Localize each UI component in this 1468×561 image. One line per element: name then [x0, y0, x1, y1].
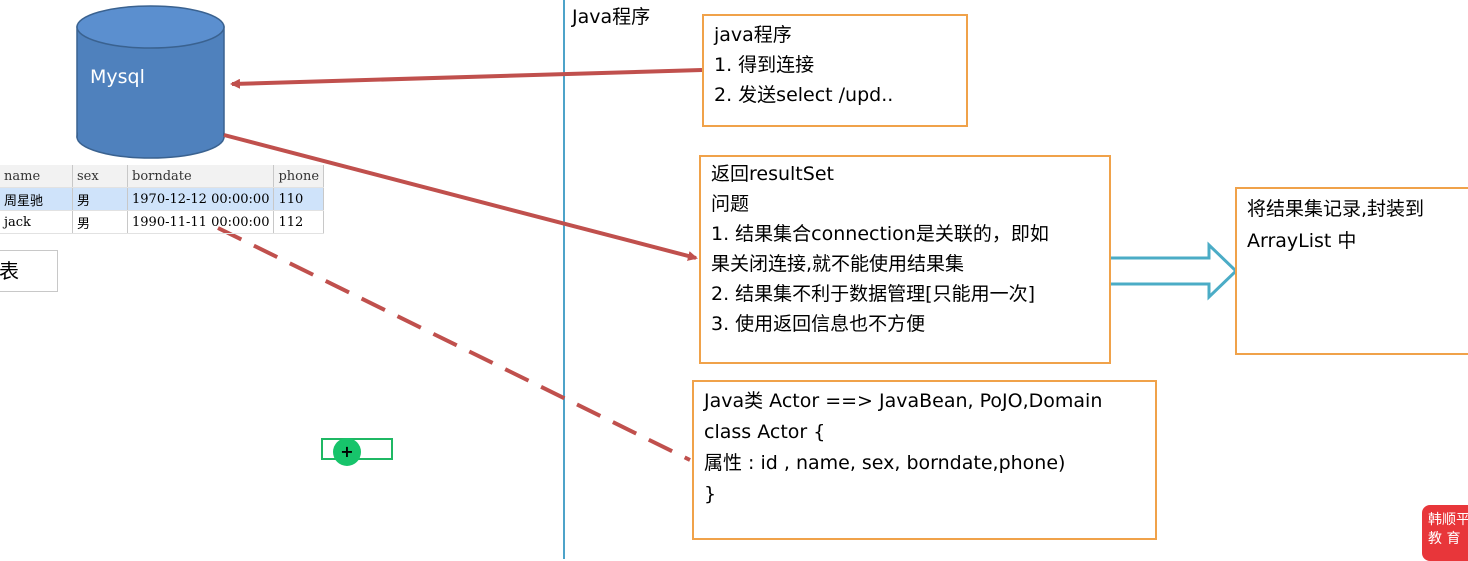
- note-line: 2. 发送select /upd..: [714, 84, 894, 106]
- note-line: 1. 得到连接: [714, 54, 815, 76]
- table-row[interactable]: 周星驰 男 1970-12-12 00:00:00 110: [0, 187, 325, 211]
- table-cell: 男: [72, 187, 128, 211]
- note-line: 返回resultSet: [711, 163, 834, 185]
- javabean-box: Java类 Actor ==> JavaBean, PoJO,Domain cl…: [692, 380, 1157, 540]
- table-cell: 周星驰: [0, 187, 73, 211]
- table-cell: 112: [273, 210, 325, 234]
- table-cell: 110: [273, 187, 325, 211]
- note-line: class Actor {: [704, 421, 826, 443]
- table-row[interactable]: jack 男 1990-11-11 00:00:00 112: [0, 210, 325, 234]
- dashed-row-to-javabean: [217, 226, 691, 462]
- table-header-row: name sex borndate phone: [0, 165, 325, 188]
- logo-line: 教 育: [1428, 531, 1461, 547]
- table-cell: jack: [0, 210, 73, 234]
- table-cell: 男: [72, 210, 128, 234]
- table-caption: 表: [0, 250, 58, 292]
- table-cell: 1970-12-12 00:00:00: [127, 187, 275, 211]
- java-program-box: java程序 1. 得到连接 2. 发送select /upd..: [702, 14, 968, 127]
- resultset-box: 返回resultSet 问题 1. 结果集合connection是关联的，即如 …: [699, 155, 1111, 364]
- block-arrow-to-arraylist: [1103, 241, 1239, 301]
- column-header-sex: sex: [72, 165, 128, 188]
- note-line: Java类 Actor ==> JavaBean, PoJO,Domain: [704, 390, 1103, 412]
- database-cylinder: [76, 5, 225, 159]
- note-line: 1. 结果集合connection是关联的，即如: [711, 223, 1049, 245]
- column-header-borndate: borndate: [127, 165, 275, 188]
- arrow-connect-to-db: [230, 68, 703, 89]
- table-cell: 1990-11-11 00:00:00: [127, 210, 275, 234]
- column-header-phone: phone: [273, 165, 325, 188]
- note-line: 3. 使用返回信息也不方便: [711, 313, 926, 335]
- note-line: 2. 结果集不利于数据管理[只能用一次]: [711, 283, 1035, 305]
- section-divider: [563, 0, 565, 559]
- actor-table: name sex borndate phone 周星驰 男 1970-12-12…: [0, 165, 325, 234]
- note-line: }: [704, 483, 717, 505]
- note-line: 属性 : id , name, sex, borndate,phone): [704, 452, 1066, 474]
- cursor-crosshair-icon: +: [333, 438, 361, 466]
- note-line: ArrayList 中: [1247, 230, 1357, 252]
- mysql-label: Mysql: [90, 66, 145, 88]
- note-line: 问题: [711, 193, 750, 215]
- note-line: 将结果集记录,封装到: [1247, 198, 1425, 220]
- brand-logo: 韩顺平 教 育: [1422, 505, 1468, 561]
- arraylist-box: 将结果集记录,封装到 ArrayList 中: [1235, 187, 1468, 355]
- column-header-name: name: [0, 165, 73, 188]
- arrow-db-to-resultset: [223, 133, 698, 261]
- section-label: Java程序: [572, 6, 651, 28]
- logo-line: 韩顺平: [1428, 512, 1468, 528]
- note-line: java程序: [714, 24, 792, 46]
- note-line: 果关闭连接,就不能使用结果集: [711, 253, 965, 275]
